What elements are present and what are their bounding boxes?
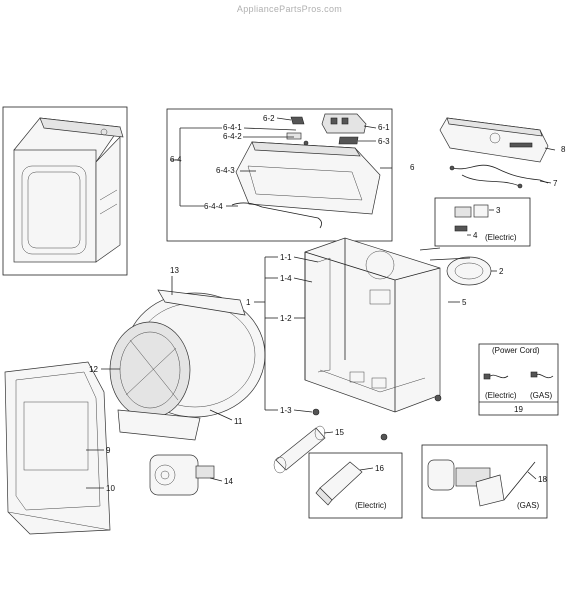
callout-13: 13 xyxy=(170,266,179,275)
callout-14: 14 xyxy=(224,477,233,486)
callout-1-4: 1-4 xyxy=(280,274,292,283)
electric-components-box xyxy=(434,197,531,247)
gas-burner-box xyxy=(421,444,548,519)
assembled-dryer-illustration xyxy=(2,106,128,276)
callout-2: 2 xyxy=(499,267,504,276)
caption-power-cord: (Power Cord) xyxy=(492,346,540,355)
cabinet-frame-part xyxy=(304,237,442,441)
caption-cord-electric: (Electric) xyxy=(485,391,517,400)
callout-16: 16 xyxy=(375,464,384,473)
watermark-text: AppliancePartsPros.com xyxy=(236,4,343,14)
callout-8: 8 xyxy=(561,145,566,154)
callout-18: 18 xyxy=(538,475,547,484)
callout-6-4-2: 6-4-2 xyxy=(223,132,242,141)
control-panel-part xyxy=(439,117,549,163)
duct-ring-part xyxy=(446,256,492,286)
callout-7: 7 xyxy=(553,179,558,188)
wire-harness-part xyxy=(449,164,549,189)
callout-10: 10 xyxy=(106,484,115,493)
heater-element-box xyxy=(308,452,403,519)
door-assembly-part xyxy=(4,361,111,535)
callout-1: 1 xyxy=(246,298,251,307)
caption-cord-gas: (GAS) xyxy=(530,391,553,400)
callout-6-4-3: 6-4-3 xyxy=(216,166,235,175)
callout-3: 3 xyxy=(496,206,501,215)
callout-4: 4 xyxy=(473,231,478,240)
callout-6-2: 6-2 xyxy=(263,114,275,123)
drum-assembly-part xyxy=(109,289,266,441)
power-cord-box xyxy=(478,343,559,416)
caption-heater-electric: (Electric) xyxy=(355,501,387,510)
callout-19: 19 xyxy=(514,405,523,414)
callout-6-4-1: 6-4-1 xyxy=(223,123,242,132)
callout-6-4: 6-4 xyxy=(170,155,182,164)
callout-6-1: 6-1 xyxy=(378,123,390,132)
callout-6-4-4: 6-4-4 xyxy=(204,202,223,211)
callout-1-3: 1-3 xyxy=(280,406,292,415)
callout-6: 6 xyxy=(410,163,415,172)
callout-labels: 6-2 6-1 6-4-1 6-4-2 6-3 6-4 6-4-3 6 6-4-… xyxy=(89,114,566,510)
caption-electric-3-4: (Electric) xyxy=(485,233,517,242)
leader-lines xyxy=(86,117,556,489)
callout-12: 12 xyxy=(89,365,98,374)
callout-11: 11 xyxy=(234,417,243,426)
callout-15: 15 xyxy=(335,428,344,437)
top-panel-assembly-group xyxy=(166,108,393,242)
callout-6-3: 6-3 xyxy=(378,137,390,146)
callout-1-1: 1-1 xyxy=(280,253,292,262)
exhaust-duct-part xyxy=(273,425,326,474)
caption-burner-gas: (GAS) xyxy=(517,501,540,510)
motor-part xyxy=(149,454,215,496)
callout-5: 5 xyxy=(462,298,467,307)
callout-9: 9 xyxy=(106,446,111,455)
callout-1-2: 1-2 xyxy=(280,314,292,323)
